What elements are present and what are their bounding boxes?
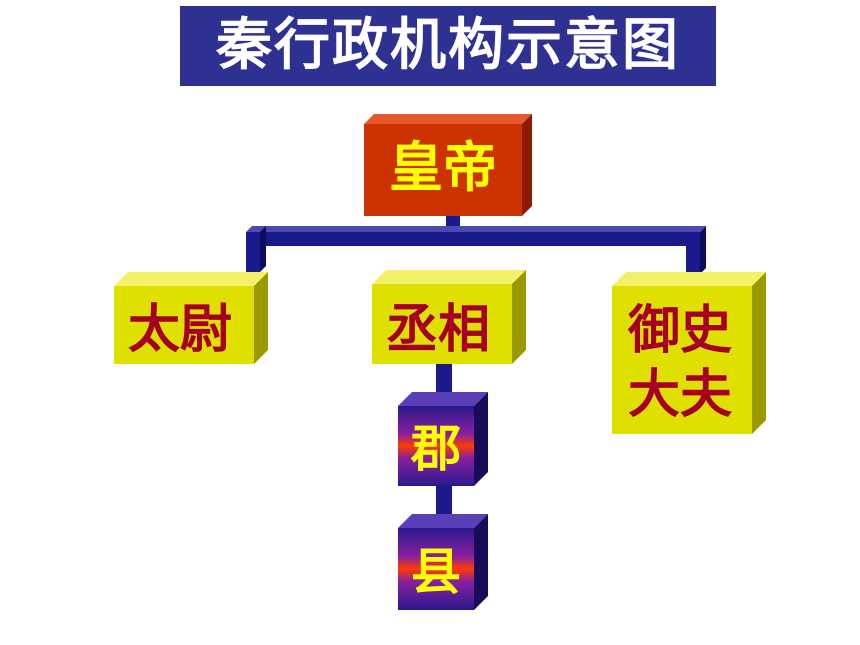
yushi-dafu-node: 御史 大夫 [612, 272, 766, 434]
taiwei-label: 太尉 [128, 300, 232, 360]
xian-label: 县 [411, 543, 461, 601]
chengxiang-label: 丞相 [386, 300, 490, 360]
diagram-title: 秦行政机构示意图 [216, 13, 680, 78]
connector-lines [246, 214, 706, 518]
title-banner: 秦行政机构示意图 [180, 6, 716, 86]
jun-label: 郡 [410, 420, 461, 478]
emperor-node: 皇帝 [364, 114, 532, 216]
yushi-label-line1: 御史 [627, 301, 732, 361]
jun-node: 郡 [398, 392, 488, 486]
xian-node: 县 [398, 514, 488, 610]
taiwei-node: 太尉 [114, 272, 268, 364]
yushi-label-line2: 大夫 [628, 365, 733, 425]
chengxiang-node: 丞相 [372, 270, 526, 364]
emperor-label: 皇帝 [389, 136, 497, 199]
